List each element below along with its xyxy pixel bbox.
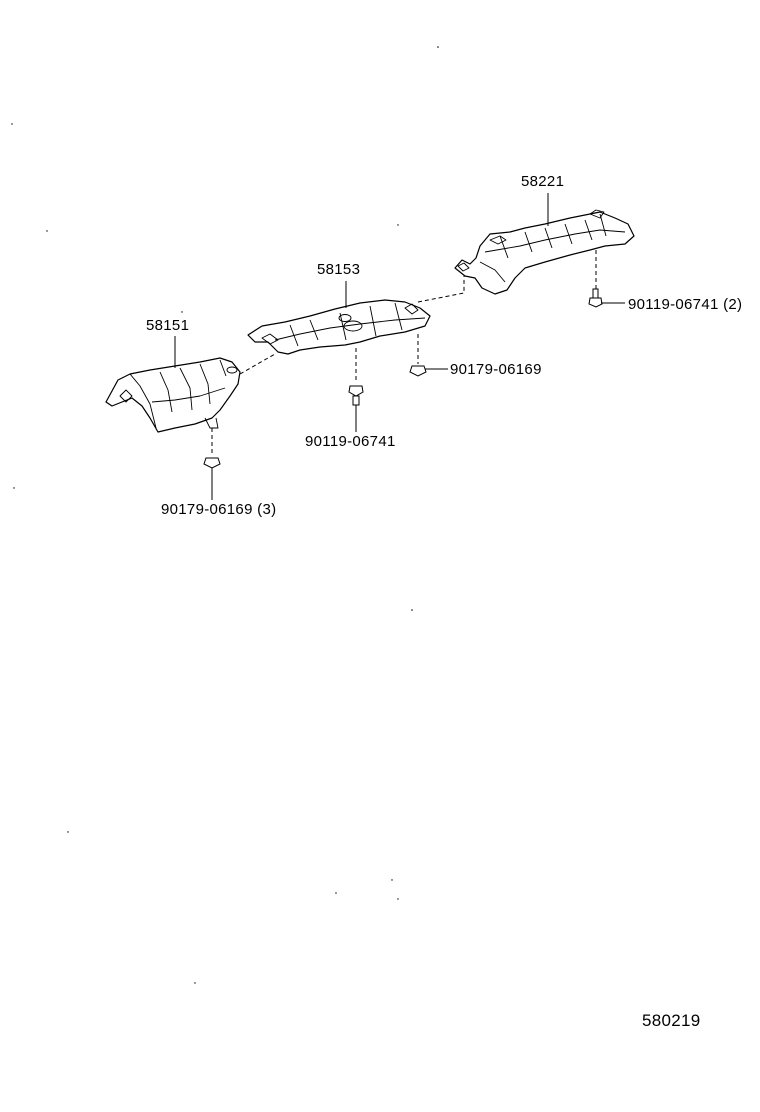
heat-insulator-58221 [454, 209, 635, 295]
nut-left-icon [203, 457, 221, 469]
part-label-58221: 58221 [521, 173, 565, 190]
heat-insulator-58153 [247, 299, 431, 355]
fastener-label-bolt-mid: 90119-06741 [305, 433, 396, 450]
fastener-label-nut-mid: 90179-06169 [450, 361, 542, 378]
part-label-58153: 58153 [317, 261, 361, 278]
dash-link-58151-58153 [239, 353, 276, 375]
bolt-mid-icon [348, 385, 364, 406]
nut-mid-icon [409, 365, 427, 377]
fastener-label-nut-left: 90179-06169 (3) [161, 501, 277, 518]
part-label-58151: 58151 [146, 317, 190, 334]
bolt-right-icon [588, 288, 603, 308]
heat-insulator-58151 [105, 357, 241, 433]
dash-link-58153-58221 [417, 275, 465, 303]
scan-speckles [11, 46, 439, 984]
diagram-id: 580219 [642, 1011, 701, 1030]
fastener-label-bolt-right: 90119-06741 (2) [628, 296, 743, 313]
